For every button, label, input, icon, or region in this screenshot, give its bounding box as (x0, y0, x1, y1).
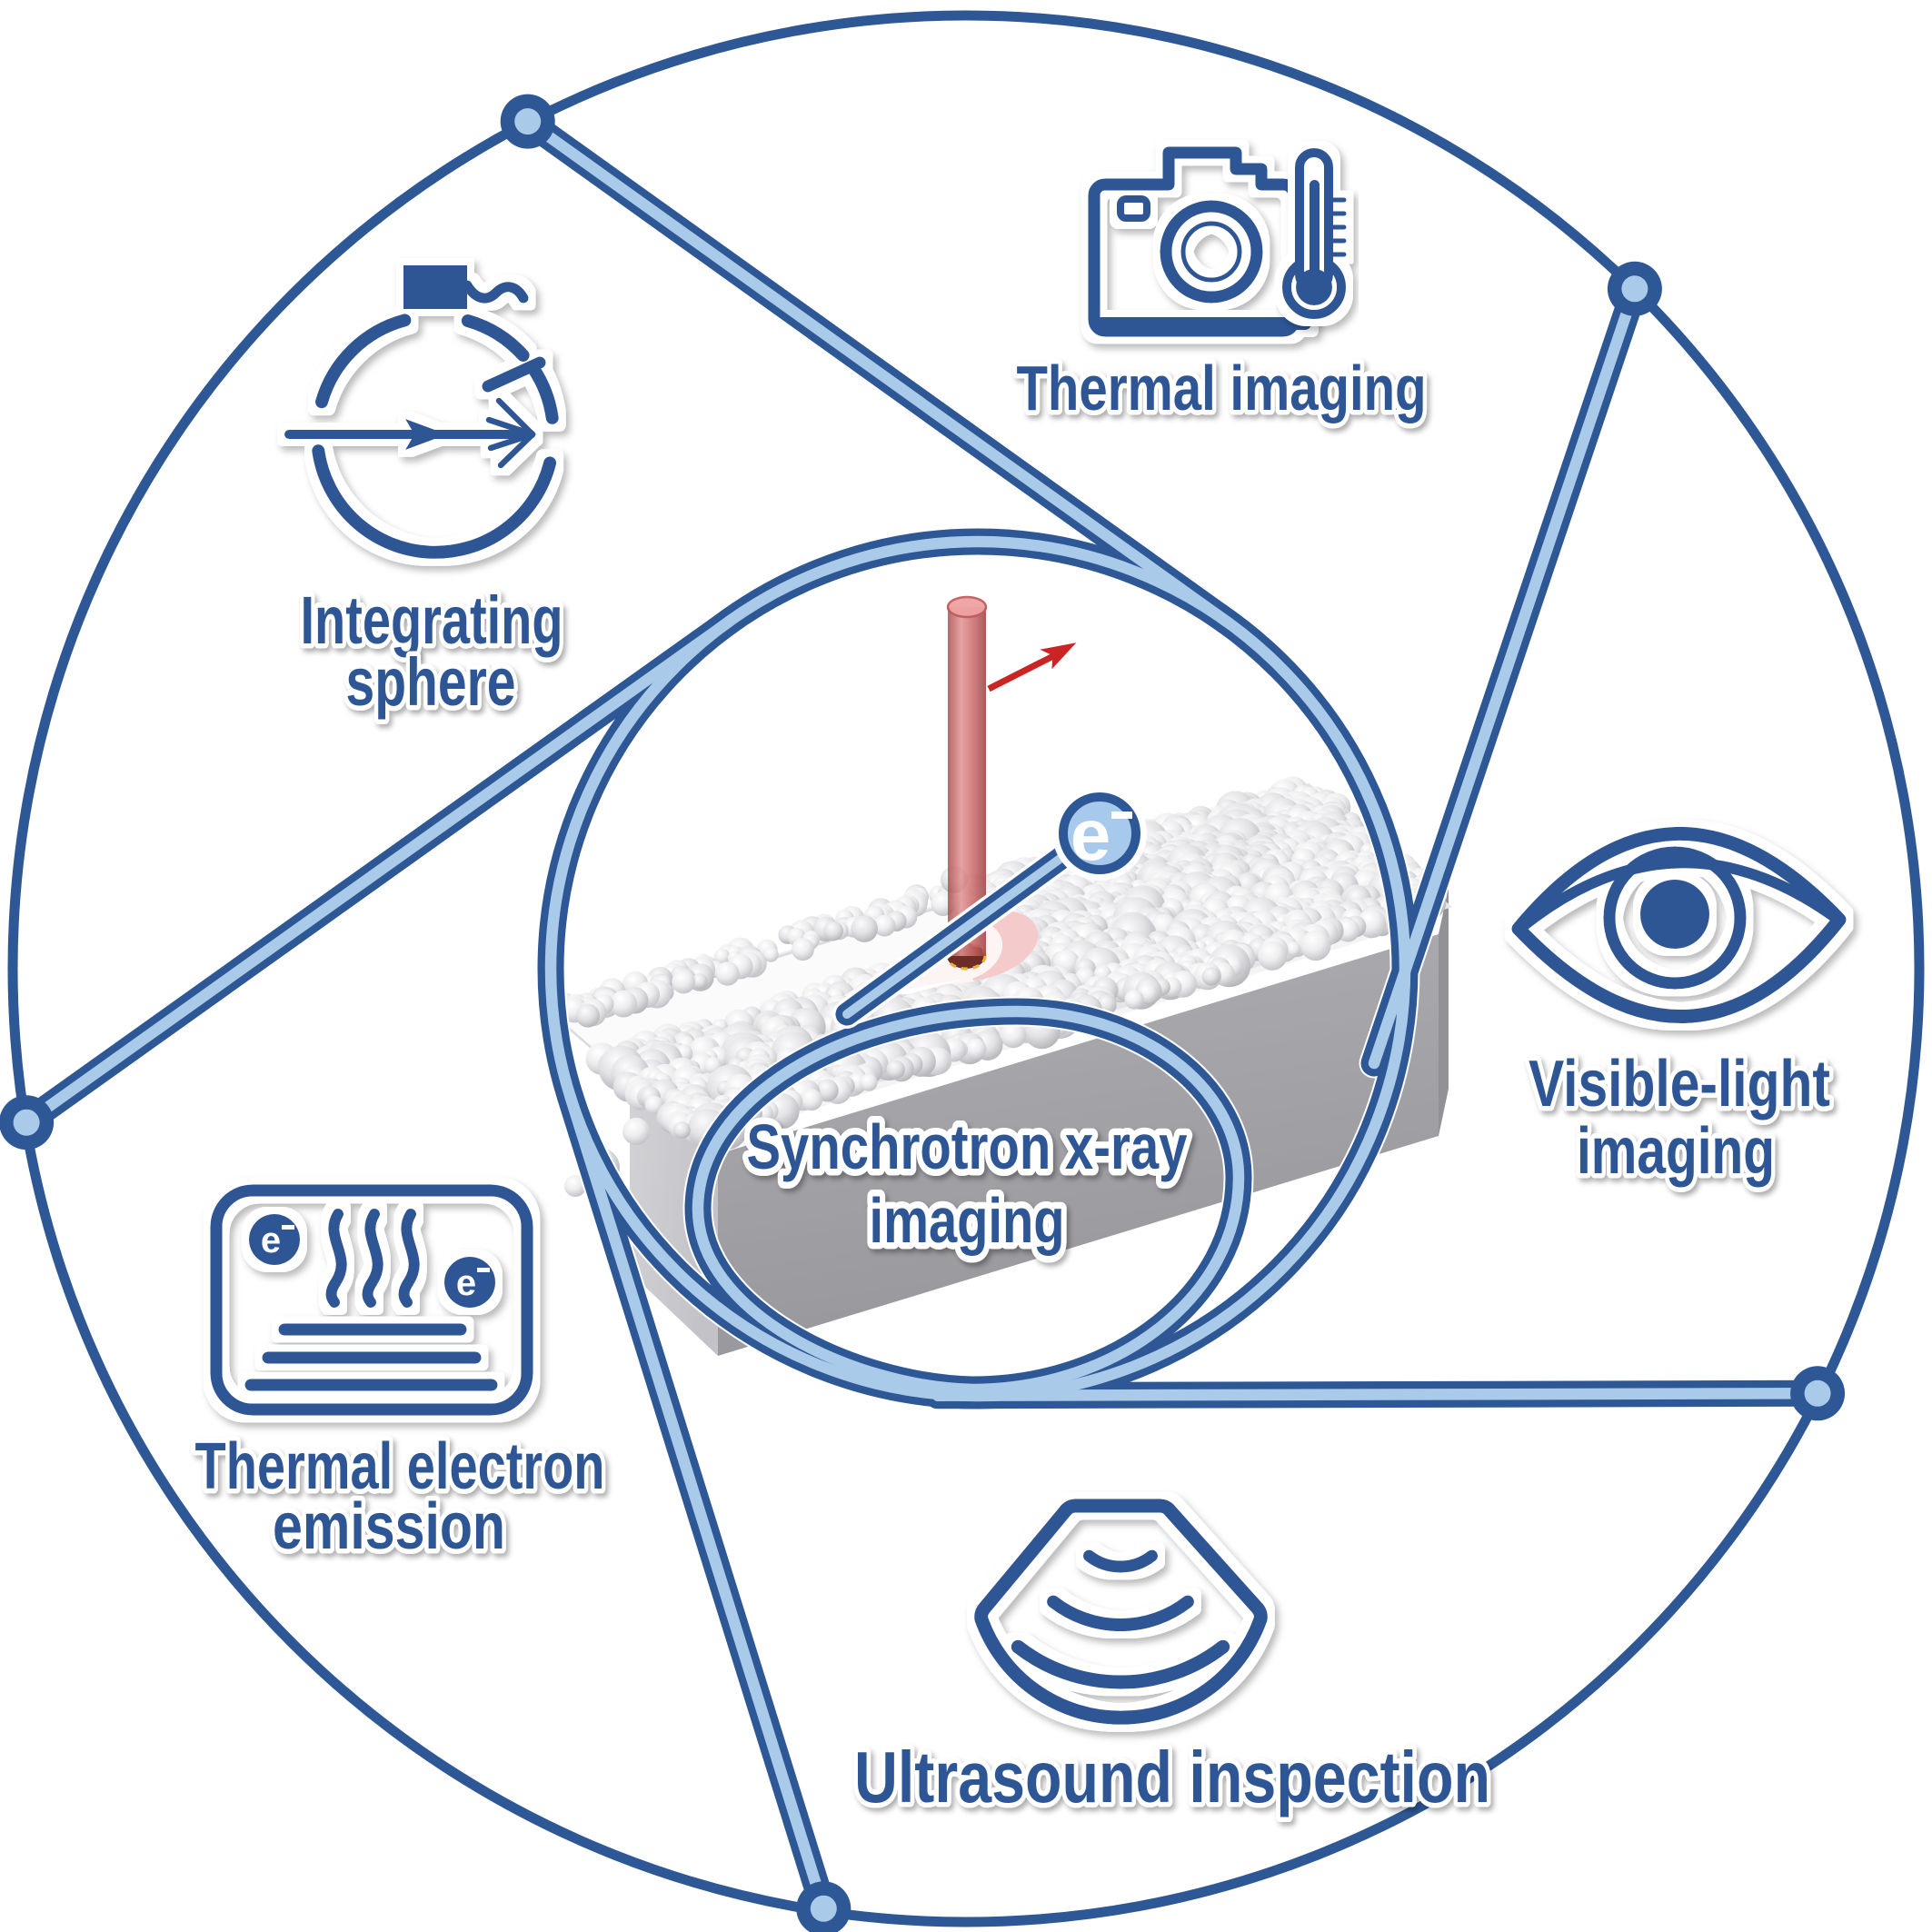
svg-text:Synchrotron x-ray: Synchrotron x-ray (747, 1111, 1188, 1182)
svg-text:Thermal electron: Thermal electron (195, 1430, 605, 1503)
svg-text:imaging: imaging (870, 1185, 1065, 1256)
svg-text:Visible-light: Visible-light (1529, 1048, 1830, 1120)
svg-text:e: e (261, 1220, 281, 1260)
svg-text:sphere: sphere (346, 644, 516, 720)
svg-text:Ultrasound inspection: Ultrasound inspection (854, 1737, 1490, 1817)
svg-text:emission: emission (273, 1490, 505, 1563)
svg-text:Integrating: Integrating (301, 583, 563, 658)
svg-text:e: e (1071, 794, 1111, 875)
svg-text:e: e (456, 1263, 476, 1303)
svg-text:imaging: imaging (1577, 1115, 1775, 1188)
svg-text:Thermal imaging: Thermal imaging (1017, 353, 1427, 423)
